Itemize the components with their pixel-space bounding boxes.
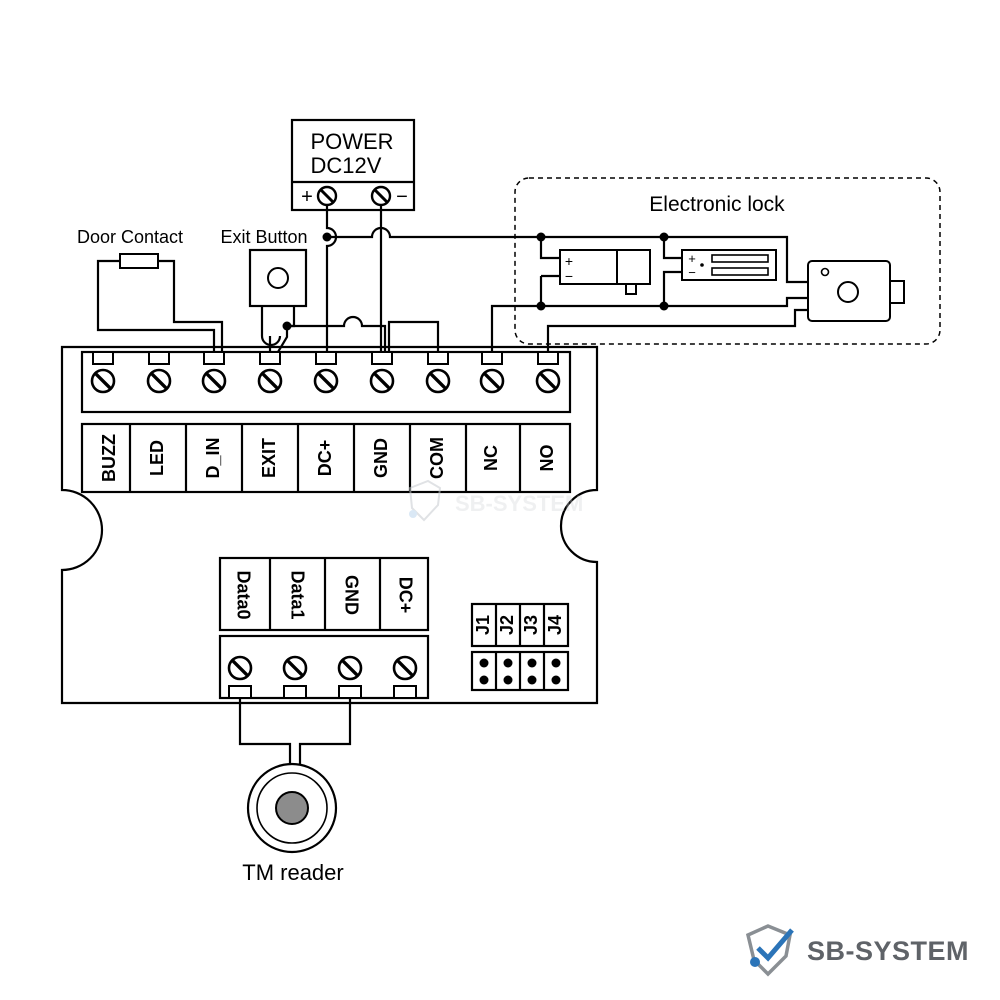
tm-reader: TM reader (238, 698, 352, 885)
exit-button: Exit Button (220, 227, 308, 353)
svg-text:−: − (565, 268, 573, 284)
power-plus-screw-icon (316, 185, 338, 207)
reader-screw-icon-3 (392, 655, 418, 681)
terminal-screw-icon-6 (425, 368, 451, 394)
reader-pin-1 (283, 685, 307, 699)
jumper-label-j4: J4 (545, 615, 565, 635)
terminal-pin-8 (537, 351, 559, 365)
jumper-dot-bottom-1 (503, 675, 513, 685)
reader-label-data1: Data1 (287, 570, 307, 619)
door-contact-label: Door Contact (77, 227, 183, 247)
terminal-pin-5 (371, 351, 393, 365)
brand-name: SB-SYSTEM (807, 936, 969, 966)
terminal-pin-4 (315, 351, 337, 365)
terminal-pin-0 (92, 351, 114, 365)
power-wires (282, 205, 808, 352)
jumper-dot-top-3 (551, 658, 561, 668)
jumper-dot-top-1 (503, 658, 513, 668)
svg-text:+: + (688, 251, 696, 266)
reader-screw-icon-0 (227, 655, 253, 681)
tm-reader-label: TM reader (242, 860, 343, 885)
strike-lock-icon (807, 260, 905, 322)
terminal-pin-2 (203, 351, 225, 365)
terminal-label-buzz: BUZZ (99, 434, 119, 482)
terminal-screw-icon-7 (479, 368, 505, 394)
jumper-block: J1 J2 J3 J4 (470, 602, 570, 692)
electronic-lock-group: Electronic lock + − + − (490, 177, 941, 352)
terminal-label-exit: EXIT (259, 438, 279, 478)
jumper-dot-bottom-0 (479, 675, 489, 685)
reader-pin-0 (228, 685, 252, 699)
terminal-pin-7 (481, 351, 503, 365)
exit-button-label: Exit Button (220, 227, 307, 247)
terminal-pin-3 (259, 351, 281, 365)
jumper-label-j3: J3 (521, 615, 541, 635)
controller-board (60, 345, 599, 705)
reader-pin-3 (393, 685, 417, 699)
svg-text:+: + (565, 253, 573, 269)
reader-label-gnd: GND (341, 575, 361, 615)
reader-screw-icon-2 (337, 655, 363, 681)
terminal-label-strip (80, 422, 572, 494)
terminal-screw-icon-3 (257, 368, 283, 394)
terminal-label-d-in: D_IN (203, 437, 223, 478)
jumper-label-j1: J1 (473, 615, 493, 635)
reader-label-data0: Data0 (233, 570, 253, 619)
terminal-label-no: NO (537, 445, 557, 472)
svg-text:SB-SYSTEM: SB-SYSTEM (455, 491, 583, 516)
solenoid-lock-icon: + − (559, 249, 651, 295)
jumper-dot-bottom-3 (551, 675, 561, 685)
brand-logo: SB-SYSTEM (745, 924, 969, 977)
power-plus-sign: + (301, 186, 313, 208)
magnetic-lock-icon: + − (681, 249, 777, 281)
exit-button-icon (248, 248, 308, 308)
jumper-label-j2: J2 (497, 615, 517, 635)
terminal-screw-icon-8 (535, 368, 561, 394)
terminal-label-dc-plus: DC+ (315, 440, 335, 477)
jumper-dot-top-0 (479, 658, 489, 668)
terminal-label-led: LED (147, 440, 167, 476)
terminal-label-nc: NC (481, 445, 501, 471)
terminal-screw-icon-1 (146, 368, 172, 394)
electronic-lock-label: Electronic lock (649, 193, 785, 216)
jumper-dot-bottom-2 (527, 675, 537, 685)
terminal-label-gnd: GND (371, 438, 391, 478)
reader-terminal-block (218, 634, 430, 700)
watermark: SB-SYSTEM (408, 479, 583, 522)
reader-screw-icon-1 (282, 655, 308, 681)
terminal-screw-icon-0 (90, 368, 116, 394)
door-contact: Door Contact (77, 227, 224, 352)
check-icon (756, 928, 794, 962)
power-supply: POWER DC12V + − (290, 118, 416, 212)
terminal-pin-1 (148, 351, 170, 365)
reader-label-dc-plus: DC+ (395, 577, 415, 614)
door-contact-icon (119, 253, 159, 269)
jumper-dot-top-2 (527, 658, 537, 668)
power-label: POWER (310, 129, 393, 154)
reader-pin-2 (338, 685, 362, 699)
terminal-screw-icon-5 (369, 368, 395, 394)
power-minus-sign: − (396, 186, 408, 208)
terminal-screw-icon-2 (201, 368, 227, 394)
terminal-pin-6 (427, 351, 449, 365)
terminal-label-com: COM (427, 437, 447, 479)
power-minus-screw-icon (370, 185, 392, 207)
terminal-screw-icon-4 (313, 368, 339, 394)
power-voltage-label: DC12V (311, 153, 382, 178)
svg-text:−: − (688, 265, 696, 280)
